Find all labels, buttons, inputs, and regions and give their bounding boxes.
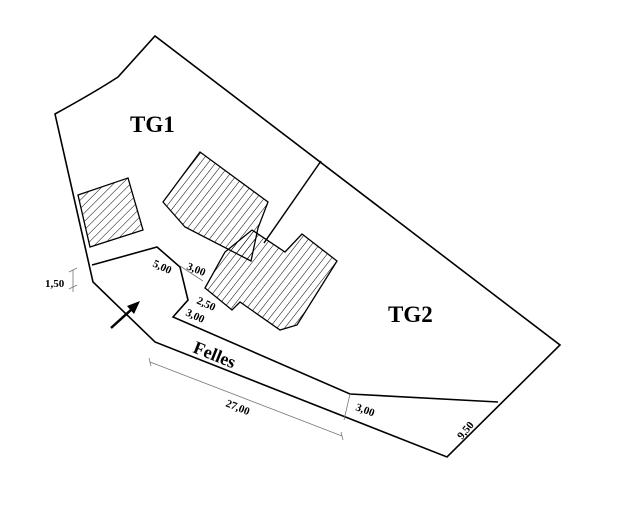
house-building-upper xyxy=(162,151,269,262)
dim-road-length: 27,00 xyxy=(224,398,252,419)
dimension-lines xyxy=(68,265,351,441)
property-boundary xyxy=(54,34,562,458)
access-arrow-icon xyxy=(110,301,140,329)
dim-end-width: 9,50 xyxy=(455,419,477,442)
dim-left-offset: 1,50 xyxy=(45,278,65,290)
dim-driveway-a: 5,00 xyxy=(151,258,174,277)
plot-divider xyxy=(263,160,322,244)
garage-building xyxy=(77,177,144,248)
house-building-lower xyxy=(204,229,338,331)
plot-label-tg2: TG2 xyxy=(388,302,433,327)
dim-road-width: 3,00 xyxy=(354,402,377,420)
plot-label-tg1: TG1 xyxy=(130,112,175,137)
